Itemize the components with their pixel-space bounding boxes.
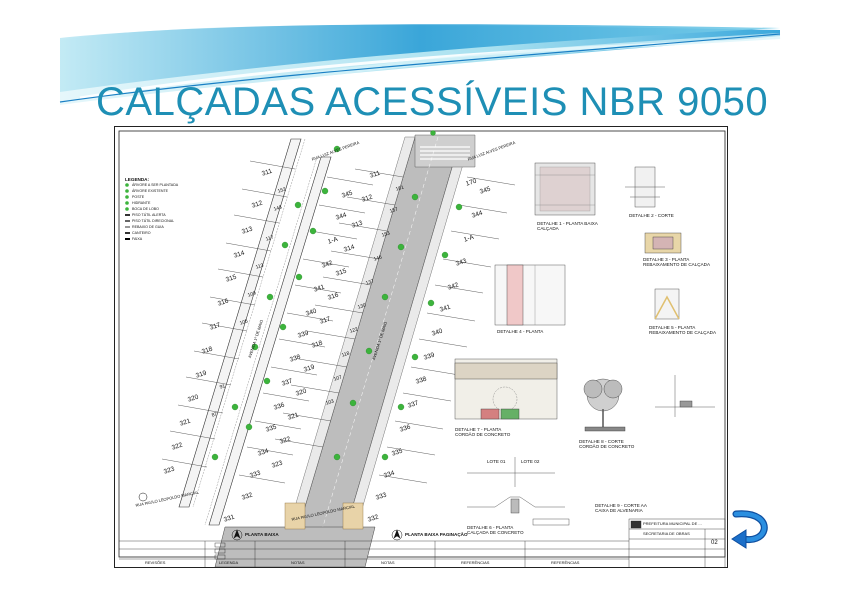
footer-cell: REVISÕES [145, 560, 166, 565]
detail-label: LOTE 02 [521, 459, 540, 464]
legend-item: FAIXA [132, 237, 143, 241]
plan-title: PLANTA BAIXA [245, 532, 279, 537]
detail-label: DETALHE 7 - PLANTA [455, 427, 502, 432]
detail-label: DETALHE 3 - PLANTA [643, 257, 690, 262]
detail-label: DETALHE 1 - PLANTA BAIXA [537, 221, 598, 226]
plan-title: PLANTA BAIXA PAGINAÇÃO [405, 532, 468, 537]
title-block-org: PREFEITURA MUNICIPAL DE ... [643, 521, 702, 526]
detail-label: CALÇADA DE CONCRETO [467, 530, 524, 535]
legend-title: LEGENDA: [125, 177, 149, 182]
u-turn-back-arrow-icon[interactable] [730, 508, 770, 552]
title-block [119, 518, 726, 567]
footer-cell: LEGENDA [219, 560, 239, 565]
detail-label: DETALHE 9 - CORTE AA [595, 503, 647, 508]
footer-cell: NOTAS [291, 560, 305, 565]
detail-label: DETALHE 5 - PLANTA [649, 325, 696, 330]
header-wave-decoration [59, 24, 781, 105]
legend-item: BOCA DE LOBO [132, 207, 159, 211]
legend-item: ÁRVORE A SER PLANTADA [132, 183, 179, 187]
detail-label: DETALHE 2 - CORTE [629, 213, 674, 218]
detail-5-plan [654, 288, 680, 320]
tree-markers [211, 130, 463, 461]
legend-item: POSTE [132, 195, 145, 199]
title-block-org: SECRETARIA DE OBRAS [643, 531, 690, 536]
lot-lines-far [378, 176, 516, 484]
legend-item: CANTEIRO [132, 231, 151, 235]
detail-label: REBAIXAMENTO DE CALÇADA [643, 262, 711, 267]
detail-label: DETALHE 8 - CORTE [579, 439, 624, 444]
detail-label: CORDÃO DE CONCRETO [455, 432, 511, 437]
detail-label: CALÇADA [537, 226, 559, 231]
lot-lines-left [161, 160, 296, 468]
detail-3-plan [644, 232, 682, 254]
detail-1-plan [534, 162, 596, 216]
legend-item: HIDRANTE [132, 201, 151, 205]
footer-cell: NOTAS [381, 560, 395, 565]
detail-8-tree-section [583, 375, 715, 432]
detail-9-section [467, 457, 570, 526]
detail-4-plan [494, 264, 566, 326]
legend-item: PISO TÁTIL DIRECIONAL [132, 219, 175, 223]
detail-label: CORDÃO DE CONCRETO [579, 444, 635, 449]
footer-cell: REFERÊNCIAS [461, 560, 490, 565]
legend-item: ÁRVORE EXISTENTE [132, 189, 169, 193]
legend-item: REBAIXO DE GUIA [132, 225, 164, 229]
left-sidewalk-strip [178, 138, 332, 526]
legend-item: PISO TÁTIL ALERTA [132, 213, 166, 217]
detail-label: REBAIXAMENTO DE CALÇADA [649, 330, 717, 335]
detail-label: DETALHE 4 - PLANTA [497, 329, 544, 334]
lot-lines-right [274, 168, 404, 448]
detail-label: DETALHE 6 - PLANTA [467, 525, 514, 530]
detail-6-plan [454, 358, 558, 420]
slide-title: CALÇADAS ACESSÍVEIS NBR 9050 [96, 80, 769, 124]
footer-cell: REFERÊNCIAS [551, 560, 580, 565]
lot-lines-mid [238, 176, 374, 484]
legend-symbols [125, 183, 130, 240]
site-plan-drawing: LEGENDA: ÁRVORE A SER PLANTADA ÁRVORE EX… [114, 126, 728, 568]
detail-label: CAIXA DE ALVENARIA [595, 508, 643, 513]
detail-label: LOTE 01 [487, 459, 506, 464]
sheet-number: 02 [711, 540, 718, 546]
north-arrows [138, 492, 403, 541]
detail-2-section [625, 166, 665, 208]
